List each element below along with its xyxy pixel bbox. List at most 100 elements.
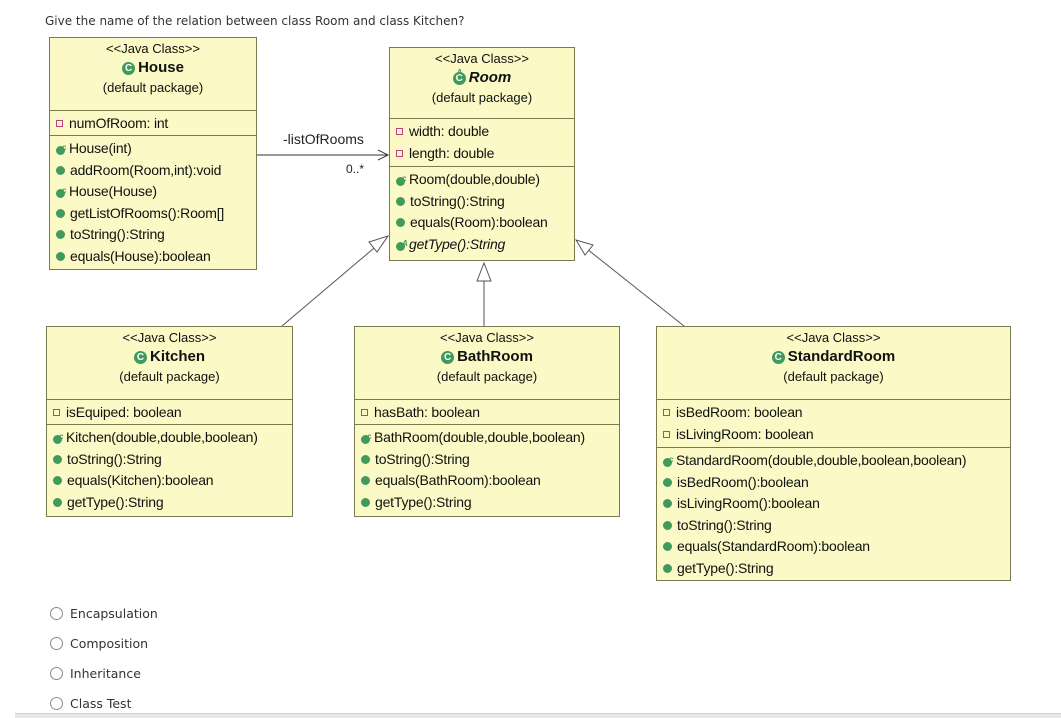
option-composition[interactable]: Composition bbox=[50, 628, 158, 658]
method-row: getType():String bbox=[361, 492, 613, 514]
class-package: (default package) bbox=[436, 369, 538, 384]
association-role-label: -listOfRooms bbox=[283, 131, 364, 147]
constructor-icon bbox=[396, 168, 406, 190]
method-row: toString():String bbox=[53, 449, 286, 471]
private-field-icon bbox=[663, 430, 670, 438]
private-field-icon bbox=[663, 409, 670, 417]
option-label: Composition bbox=[70, 635, 149, 651]
class-icon: C bbox=[133, 350, 147, 364]
public-method-icon bbox=[361, 497, 370, 507]
public-method-icon bbox=[361, 454, 370, 464]
option-label: Class Test bbox=[70, 695, 132, 711]
fields-section: width: double length: double bbox=[390, 119, 574, 167]
method-row: isLivingRoom():boolean bbox=[663, 493, 1004, 515]
method-row: toString():String bbox=[56, 224, 250, 246]
method-row: Room(double,double) bbox=[396, 168, 568, 191]
class-stereotype: <<Java Class>> bbox=[106, 41, 200, 56]
field-row: hasBath: boolean bbox=[361, 402, 613, 424]
class-package: (default package) bbox=[102, 80, 204, 95]
association-arrowhead bbox=[377, 149, 390, 161]
generalization-arrowhead-standardroom bbox=[574, 239, 594, 256]
method-row: toString():String bbox=[361, 449, 613, 471]
class-name: Kitchen bbox=[149, 348, 205, 365]
field-row: numOfRoom: int bbox=[56, 113, 250, 135]
class-package: (default package) bbox=[431, 90, 533, 105]
method-row: House(int) bbox=[56, 137, 250, 160]
method-row: equals(House):boolean bbox=[56, 246, 250, 268]
radio-button[interactable] bbox=[50, 696, 63, 710]
method-row: equals(Kitchen):boolean bbox=[53, 470, 286, 492]
question-text: Give the name of the relation between cl… bbox=[45, 14, 465, 28]
private-field-icon bbox=[396, 149, 403, 157]
private-field-icon bbox=[56, 120, 63, 128]
public-method-icon bbox=[396, 218, 405, 228]
method-row: equals(StandardRoom):boolean bbox=[663, 536, 1004, 558]
public-method-icon bbox=[663, 499, 672, 509]
association-multiplicity: 0..* bbox=[346, 162, 365, 176]
method-row: getType():String bbox=[53, 492, 286, 514]
option-label: Encapsulation bbox=[70, 605, 158, 621]
field-row: isLivingRoom: boolean bbox=[663, 424, 1004, 446]
public-method-icon bbox=[361, 476, 370, 486]
method-row: StandardRoom(double,double,boolean,boole… bbox=[663, 449, 1004, 472]
radio-button[interactable] bbox=[50, 666, 63, 680]
generalization-arrowhead-bathroom bbox=[476, 261, 492, 282]
class-icon: C bbox=[771, 350, 785, 364]
constructor-icon bbox=[53, 426, 63, 448]
method-row: House(House) bbox=[56, 180, 250, 203]
method-row: equals(Room):boolean bbox=[396, 212, 568, 234]
generalization-line-kitchen bbox=[281, 242, 381, 327]
field-row: isEquiped: boolean bbox=[53, 402, 286, 424]
abstract-method-icon bbox=[396, 233, 408, 254]
fields-section: isBedRoom: boolean isLivingRoom: boolean bbox=[657, 400, 1010, 448]
option-inheritance[interactable]: Inheritance bbox=[50, 658, 158, 688]
field-row: isBedRoom: boolean bbox=[663, 402, 1004, 424]
field-row: length: double bbox=[396, 143, 568, 165]
bottom-scroll-bar[interactable] bbox=[15, 713, 1061, 718]
public-method-icon bbox=[56, 165, 65, 175]
class-stereotype: <<Java Class>> bbox=[786, 330, 881, 345]
method-row: getType():String bbox=[396, 233, 568, 256]
class-stereotype: <<Java Class>> bbox=[122, 330, 217, 345]
generalization-arrowhead-kitchen bbox=[368, 235, 390, 253]
public-method-icon bbox=[53, 454, 62, 464]
class-name: Room bbox=[468, 69, 512, 86]
public-method-icon bbox=[56, 208, 65, 218]
radio-button[interactable] bbox=[50, 636, 63, 650]
public-method-icon bbox=[53, 476, 62, 486]
constructor-icon bbox=[56, 180, 66, 202]
class-icon: C bbox=[122, 61, 136, 75]
method-row: Kitchen(double,double,boolean) bbox=[53, 426, 286, 449]
class-package: (default package) bbox=[783, 369, 884, 384]
constructor-icon bbox=[361, 426, 371, 448]
private-field-icon bbox=[361, 409, 368, 417]
public-method-icon bbox=[56, 230, 65, 240]
public-method-icon bbox=[53, 497, 62, 507]
public-method-icon bbox=[663, 542, 672, 552]
methods-section: Room(double,double) toString():String eq… bbox=[390, 167, 574, 257]
public-method-icon bbox=[663, 477, 672, 487]
private-field-icon bbox=[396, 128, 403, 136]
public-method-icon bbox=[663, 520, 672, 530]
public-method-icon bbox=[56, 251, 65, 261]
method-row: toString():String bbox=[396, 191, 568, 213]
generalization-line-standardroom bbox=[586, 248, 685, 327]
fields-section: numOfRoom: int bbox=[50, 111, 256, 136]
radio-button[interactable] bbox=[50, 606, 63, 620]
methods-section: House(int) addRoom(Room,int):void House(… bbox=[50, 136, 256, 269]
option-class-test[interactable]: Class Test bbox=[50, 688, 158, 718]
class-icon: C bbox=[441, 350, 455, 364]
method-row: addRoom(Room,int):void bbox=[56, 160, 250, 182]
class-name: House bbox=[138, 59, 184, 76]
constructor-icon bbox=[56, 137, 66, 159]
option-encapsulation[interactable]: Encapsulation bbox=[50, 598, 158, 628]
class-package: (default package) bbox=[119, 369, 220, 384]
method-row: isBedRoom():boolean bbox=[663, 472, 1004, 494]
class-name: StandardRoom bbox=[787, 348, 896, 365]
method-row: getType():String bbox=[663, 558, 1004, 580]
